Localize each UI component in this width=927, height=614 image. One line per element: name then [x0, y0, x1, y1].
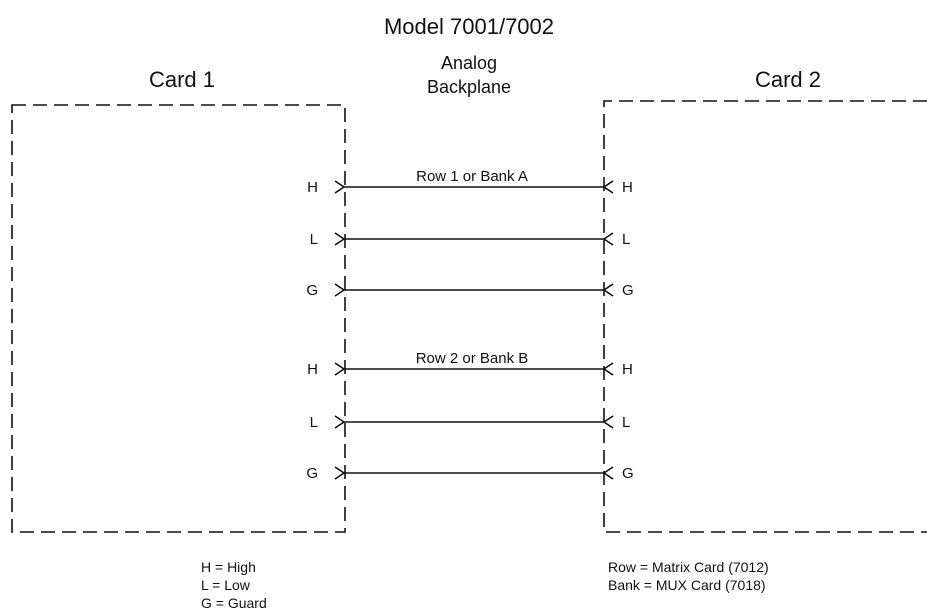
card2-terminal-g1: G	[622, 282, 634, 299]
row2-label: Row 2 or Bank B	[416, 350, 529, 367]
card2-terminal-g2: G	[622, 465, 634, 482]
card1-terminal-g1: G	[306, 282, 318, 299]
legend-cards: Row = Matrix Card (7012) Bank = MUX Card…	[608, 559, 769, 593]
card2-terminal-h1: H	[622, 179, 633, 196]
legend-bank: Bank = MUX Card (7018)	[608, 577, 766, 593]
card2-terminal-l1: L	[622, 231, 630, 248]
backplane-label-line2: Backplane	[427, 77, 511, 97]
backplane-label-line1: Analog	[441, 53, 497, 73]
card2-label: Card 2	[755, 67, 821, 92]
card2-terminal-h2: H	[622, 361, 633, 378]
diagram-title: Model 7001/7002	[384, 14, 554, 39]
legend-terminals: H = High L = Low G = Guard	[201, 559, 267, 611]
card1-box	[11, 104, 346, 533]
legend-guard: G = Guard	[201, 595, 267, 611]
row1-l-connection: L L	[310, 231, 631, 248]
card1-terminal-l2: L	[310, 414, 318, 431]
card1-label: Card 1	[149, 67, 215, 92]
card1-terminal-l1: L	[310, 231, 318, 248]
legend-high: H = High	[201, 559, 256, 575]
card1-terminal-h1: H	[307, 179, 318, 196]
row1-label: Row 1 or Bank A	[416, 168, 528, 185]
row2-g-connection: G G	[306, 465, 633, 482]
card1-terminal-h2: H	[307, 361, 318, 378]
card2-terminal-l2: L	[622, 414, 630, 431]
row1-g-connection: G G	[306, 282, 633, 299]
card2-box	[603, 100, 927, 533]
row1-h-connection: H H	[307, 179, 633, 196]
card1-terminal-g2: G	[306, 465, 318, 482]
legend-row: Row = Matrix Card (7012)	[608, 559, 769, 575]
legend-low: L = Low	[201, 577, 251, 593]
row2-l-connection: L L	[310, 414, 631, 431]
row2-h-connection: H H	[307, 361, 633, 378]
